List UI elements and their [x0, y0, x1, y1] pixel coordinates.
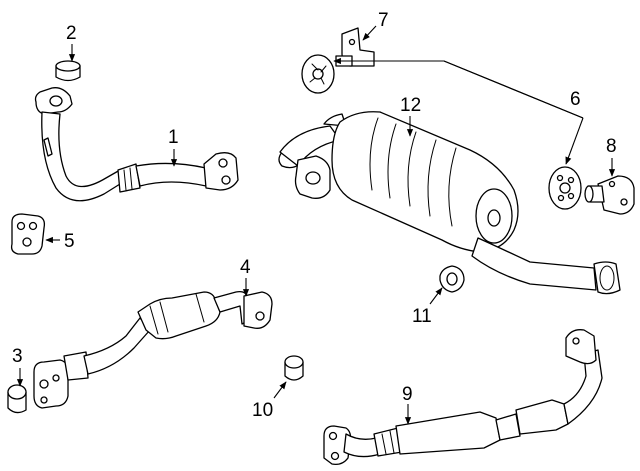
callout-6: 6 [570, 89, 581, 110]
leader-10 [273, 381, 287, 399]
hanger-part-5 [10, 213, 46, 255]
leader-11 [429, 287, 443, 305]
front-pipe-part-1 [34, 87, 239, 202]
hanger-ring-part-6a [301, 54, 335, 94]
leader-6-split [443, 60, 584, 119]
center-pipe-part-9 [323, 329, 603, 466]
leader-6b [565, 117, 584, 165]
converter-pipe-part-4 [33, 290, 273, 409]
gasket-part-2 [55, 60, 81, 82]
callout-10: 10 [252, 400, 273, 421]
callout-12: 12 [400, 95, 421, 116]
callout-5: 5 [64, 231, 75, 252]
callout-3: 3 [12, 346, 23, 367]
callout-8: 8 [606, 136, 617, 157]
callout-1: 1 [168, 127, 179, 148]
callout-7: 7 [378, 10, 389, 31]
callout-9: 9 [402, 384, 413, 405]
leader-lines [16, 25, 616, 425]
hanger-part-11 [439, 265, 465, 293]
hanger-ring-part-6b [548, 166, 582, 210]
leader-6a [338, 60, 584, 119]
gasket-part-3 [7, 384, 27, 414]
callout-labels: 1 2 3 4 5 6 7 8 9 10 11 12 [12, 10, 617, 421]
muffler-part-12 [278, 111, 621, 295]
leader-7 [362, 25, 377, 41]
gasket-part-10 [284, 355, 304, 381]
callout-2: 2 [66, 23, 77, 44]
callout-11: 11 [412, 306, 432, 327]
callout-4: 4 [240, 257, 251, 278]
bracket-part-8 [584, 175, 635, 215]
